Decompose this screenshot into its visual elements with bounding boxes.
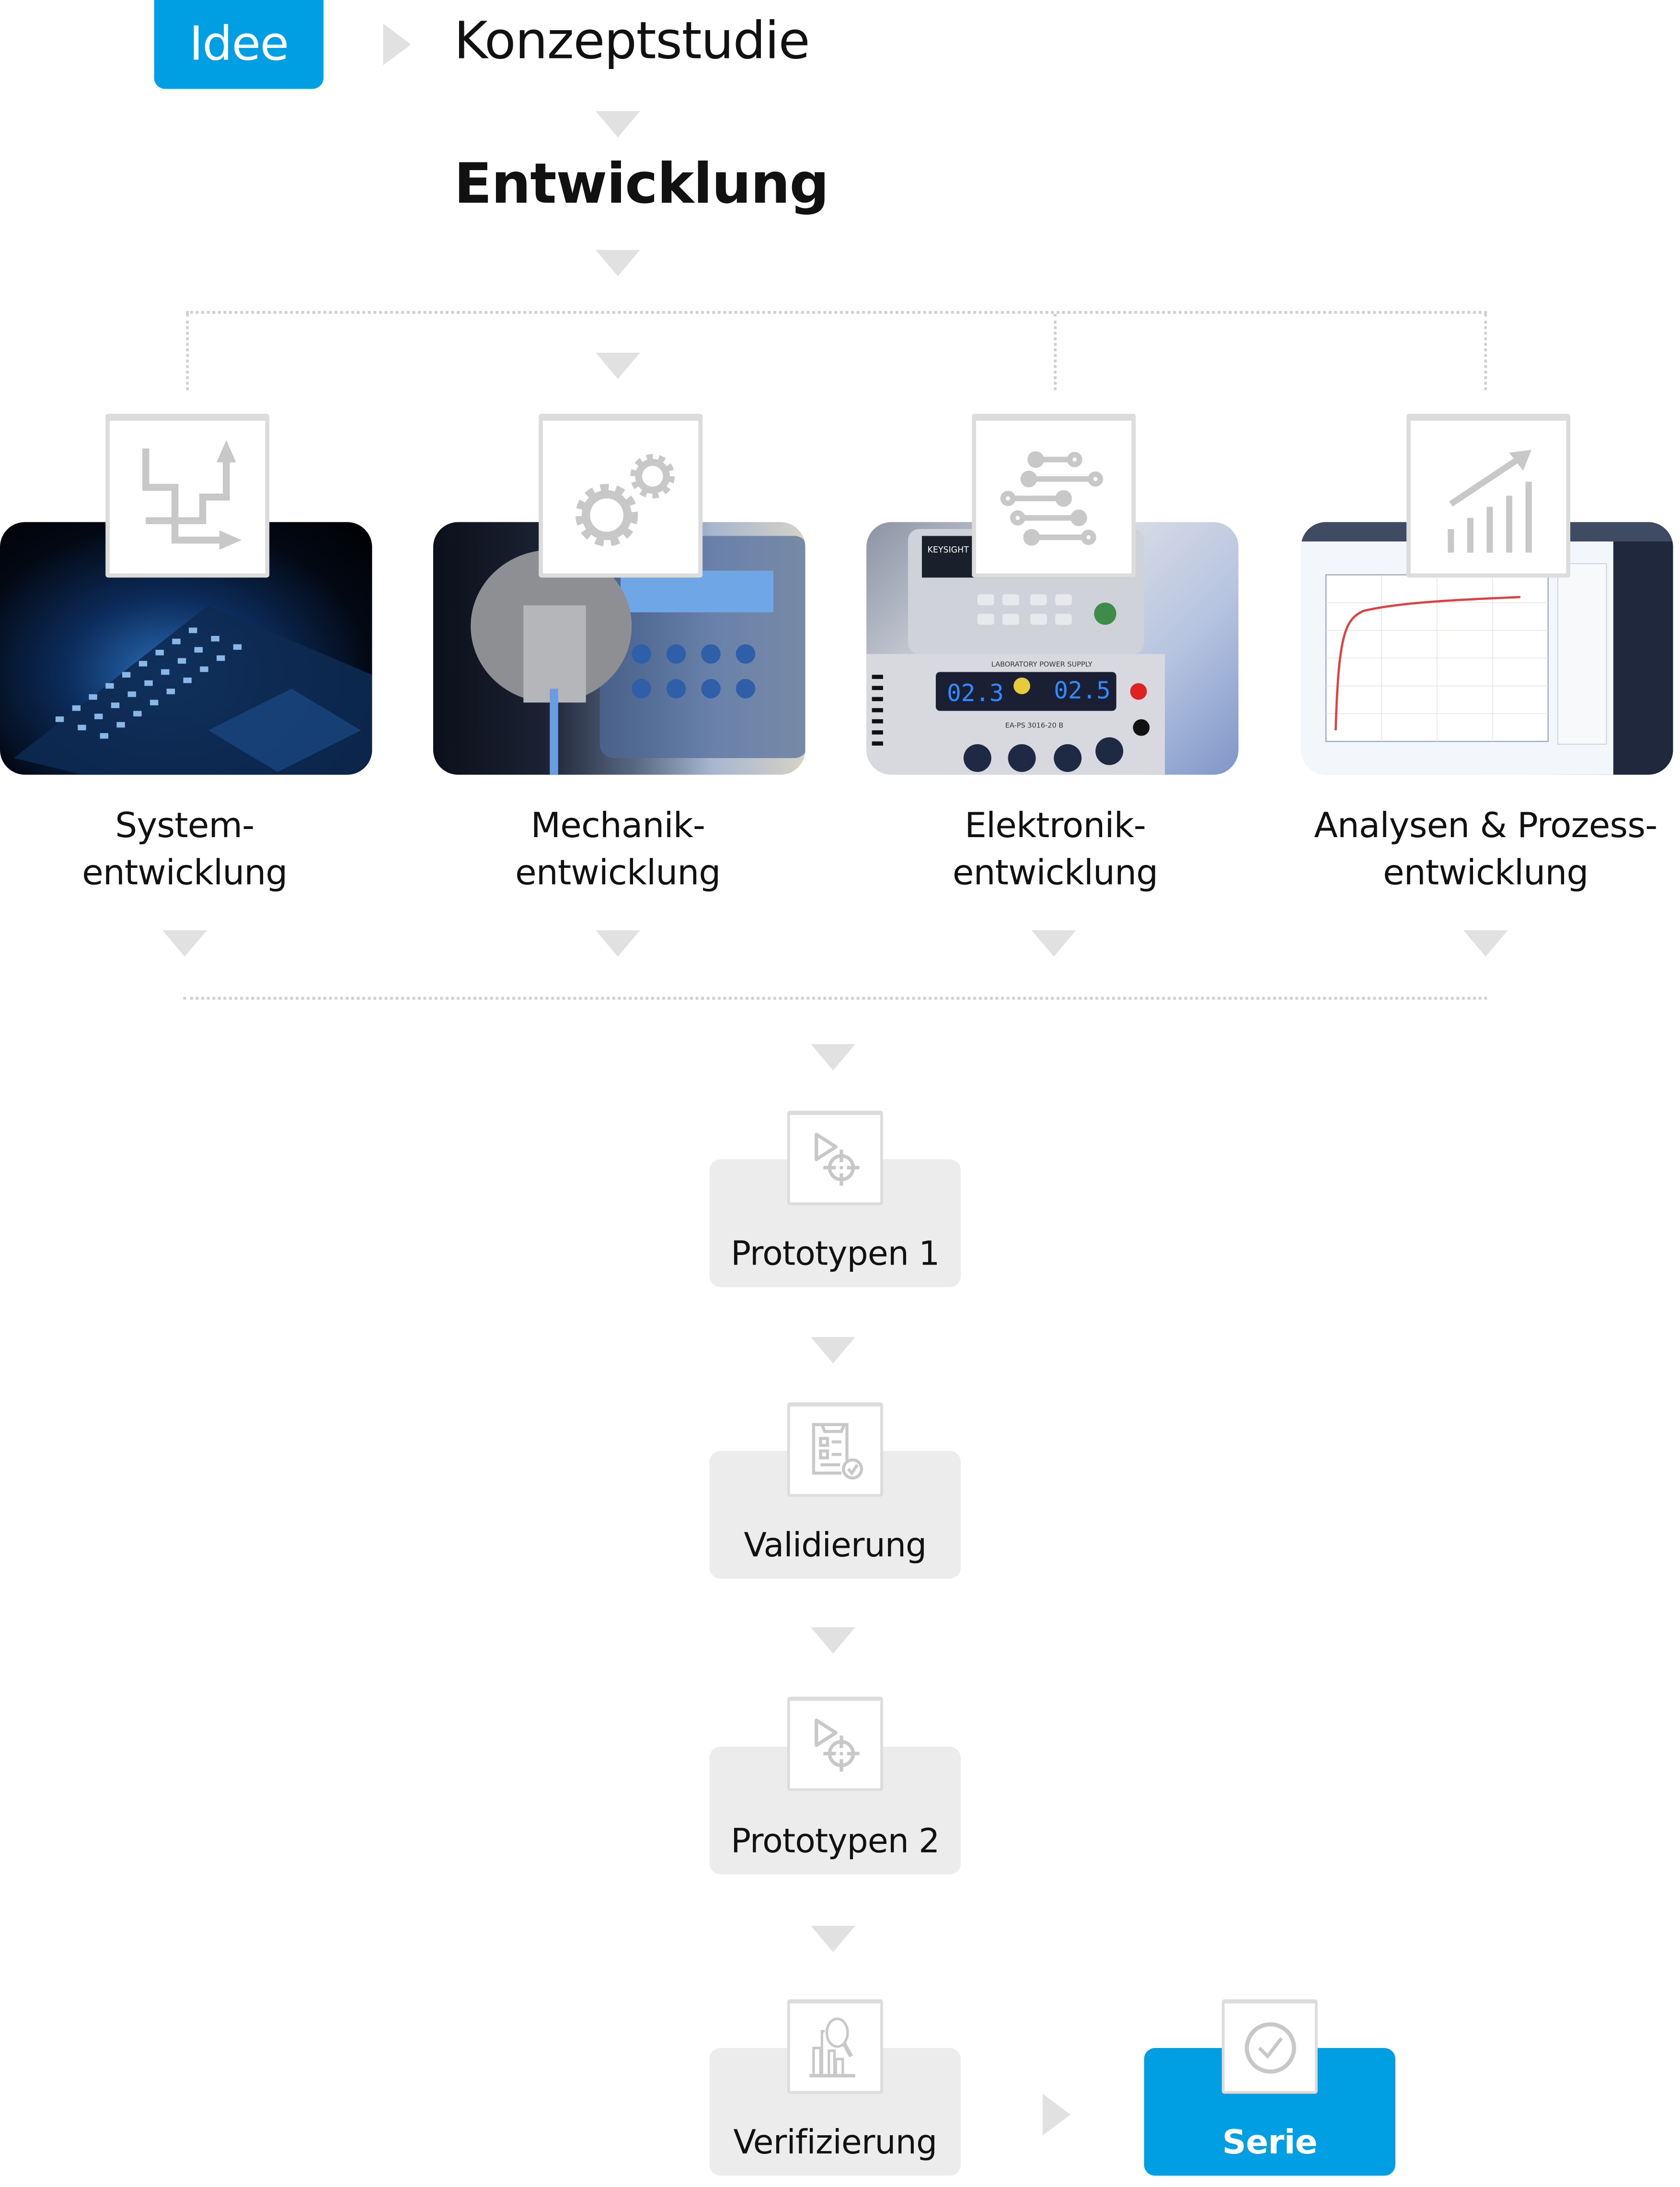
tensile-tester-illustration [471,536,805,775]
branch-line-electronics [1054,313,1057,391]
circuit-traces-icon [1000,451,1104,546]
idea-label: Idee [189,16,289,72]
mechanics-icon-box [539,414,703,578]
label-line: entwicklung [82,852,288,893]
measurement-graph-illustration [1300,522,1673,775]
check-circle-icon [1244,2021,1296,2073]
step-label: Prototypen 2 [731,1821,940,1861]
step-label: Verifizierung [733,2123,937,2162]
discipline-label-electronics: Elektronik- entwicklung [847,803,1263,897]
step-icon-box [787,1696,883,1791]
gears-icon [575,454,675,547]
arrow-down-icon [596,930,640,957]
step-label: Validierung [744,1526,927,1565]
label-line: Analysen & Prozess- [1314,805,1657,846]
step-icon-box [787,1111,883,1206]
branch-line-analysis [1484,313,1487,391]
step-prototypes-2: Prototypen 2 [709,1747,961,1875]
arrow-down-icon [162,930,207,957]
power-supply-title: LABORATORY POWER SUPPLY [991,661,1093,668]
label-line: System- [115,805,254,846]
system-icon-box [105,414,270,578]
arrow-down-icon [811,1627,855,1654]
laptop-keyboard-illustration [13,605,372,775]
arrow-right-icon [1043,2094,1070,2136]
branch-line-top [186,311,1487,314]
arrow-down-icon [811,1337,855,1364]
current-display: 02.5 [1054,676,1111,704]
chart-magnifier-icon [808,2016,855,2077]
step-icon-box [1221,1999,1318,2094]
discipline-label-mechanics: Mechanik- entwicklung [410,803,826,897]
arrow-down-icon [811,1044,855,1070]
brand-label: KEYSIGHT [928,545,969,555]
label-line: entwicklung [515,852,721,893]
step-label: Serie [1222,2123,1318,2162]
label-line: entwicklung [952,852,1158,893]
prototype-target-icon [814,1132,859,1186]
growth-chart-icon [1448,449,1532,553]
arrow-down-icon [596,250,640,276]
arrow-down-icon [596,111,640,138]
step-icon-box [787,1402,883,1497]
arrow-down-icon [1463,930,1508,957]
arrow-down-icon [1031,930,1076,957]
voltage-display: 02.3 [947,679,1004,707]
analysis-icon-box [1406,414,1571,578]
prototype-target-icon [814,1717,859,1771]
label-line: entwicklung [1383,852,1588,893]
arrow-down-icon [811,1925,855,1952]
merge-line [183,997,1487,1000]
label-line: Elektronik- [965,805,1146,846]
tensile-tester-photo [433,522,805,775]
step-icon-box [787,1999,883,2094]
discipline-label-analysis: Analysen & Prozess- entwicklung [1277,803,1680,897]
arrow-down-icon [596,352,640,380]
power-supply-model: EA-PS 3016-20 B [1005,722,1063,729]
development-title: Entwicklung [454,152,829,217]
branch-line-system [186,313,189,391]
label-line: Mechanik- [530,805,705,846]
step-validation: Validierung [709,1450,961,1579]
discipline-label-system: System- entwicklung [0,803,393,897]
concept-study-label: Konzeptstudie [454,11,810,71]
arrow-right-icon [383,23,411,66]
measurement-graph-photo [1300,522,1673,775]
idea-badge: Idee [154,0,324,89]
step-label: Prototypen 1 [731,1234,940,1274]
flow-steps-icon [142,440,242,550]
checklist-check-icon [811,1422,863,1479]
electronics-icon-box [972,414,1136,578]
